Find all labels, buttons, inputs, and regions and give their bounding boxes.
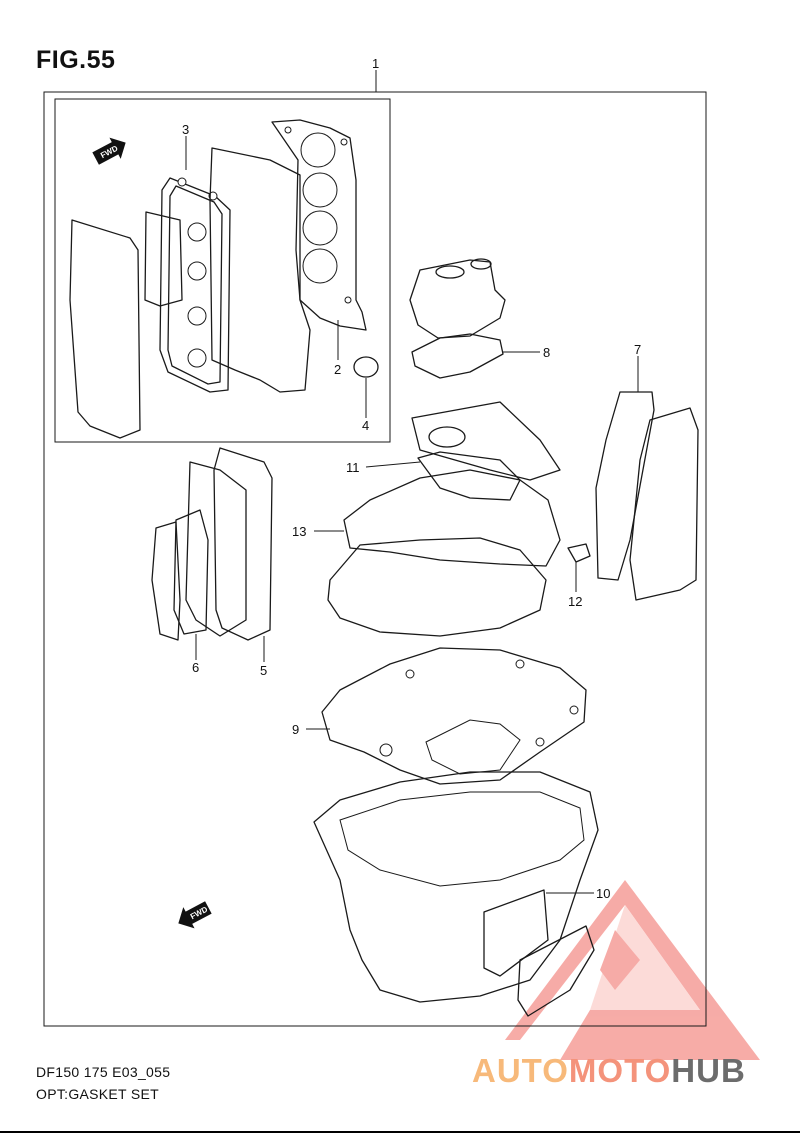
callout-7: 7 xyxy=(634,342,641,357)
callout-4: 4 xyxy=(362,418,369,433)
callout-2: 2 xyxy=(334,362,341,377)
gasket-part-9-holes xyxy=(379,659,579,757)
water-pump-cover xyxy=(409,258,506,339)
watermark-text: AUTOMOTOHUB xyxy=(472,1052,746,1090)
bottom-rule xyxy=(0,1131,800,1133)
callout-9: 9 xyxy=(292,722,299,737)
watermark-auto: AUTO xyxy=(472,1052,569,1089)
callout-numbers: 1 2 3 4 5 6 7 8 9 10 11 12 13 xyxy=(182,56,641,901)
intake-manifold xyxy=(185,461,247,637)
head-gasket-part-2 xyxy=(271,119,367,331)
model-code: DF150 175 E03_055 xyxy=(36,1064,171,1080)
cylinder-head-sketch xyxy=(69,147,311,439)
lower-case-rim xyxy=(339,791,585,887)
callout-3: 3 xyxy=(182,122,189,137)
watermark-hub: HUB xyxy=(671,1052,746,1089)
leader-lines xyxy=(185,70,639,894)
intake-gasket-part-6 xyxy=(173,509,209,635)
figure-description: OPT:GASKET SET xyxy=(36,1086,159,1102)
small-gasket-part-12 xyxy=(567,543,591,563)
gasket-part-10 xyxy=(483,889,549,977)
head-group-frame xyxy=(54,98,391,443)
callout-10: 10 xyxy=(596,886,610,901)
side-cover xyxy=(517,925,595,1017)
gasket-part-13 xyxy=(343,469,561,567)
kit-outer-frame xyxy=(43,91,707,1027)
callout-13: 13 xyxy=(292,524,306,539)
fwd-arrow-bottom: FWD xyxy=(178,901,212,929)
callout-8: 8 xyxy=(543,345,550,360)
watermark-logo xyxy=(505,880,760,1060)
callout-11: 11 xyxy=(346,460,360,475)
intake-plate xyxy=(151,521,181,641)
case-upper xyxy=(327,537,547,637)
lower-gasket-part-9 xyxy=(321,647,587,785)
o-ring-part-4 xyxy=(353,356,379,378)
callout-12: 12 xyxy=(568,594,582,609)
fwd-arrow-top: FWD xyxy=(92,137,126,165)
watermark-moto: MOTO xyxy=(568,1052,672,1089)
gasket-part-11 xyxy=(417,451,521,501)
callout-5: 5 xyxy=(260,663,267,678)
exhaust-gasket-part-7 xyxy=(595,391,655,581)
figure-title: FIG.55 xyxy=(36,46,116,74)
head-cover-gasket-part-3 xyxy=(159,177,231,393)
exhaust-cover xyxy=(629,407,699,601)
intake-gasket-part-5 xyxy=(213,447,273,641)
timing-cover xyxy=(411,401,561,481)
callout-6: 6 xyxy=(192,660,199,675)
callout-1: 1 xyxy=(372,56,379,71)
lower-case-body xyxy=(313,771,599,1003)
pump-gasket-part-8 xyxy=(411,333,504,379)
gasket-part-9-inner xyxy=(425,719,521,775)
